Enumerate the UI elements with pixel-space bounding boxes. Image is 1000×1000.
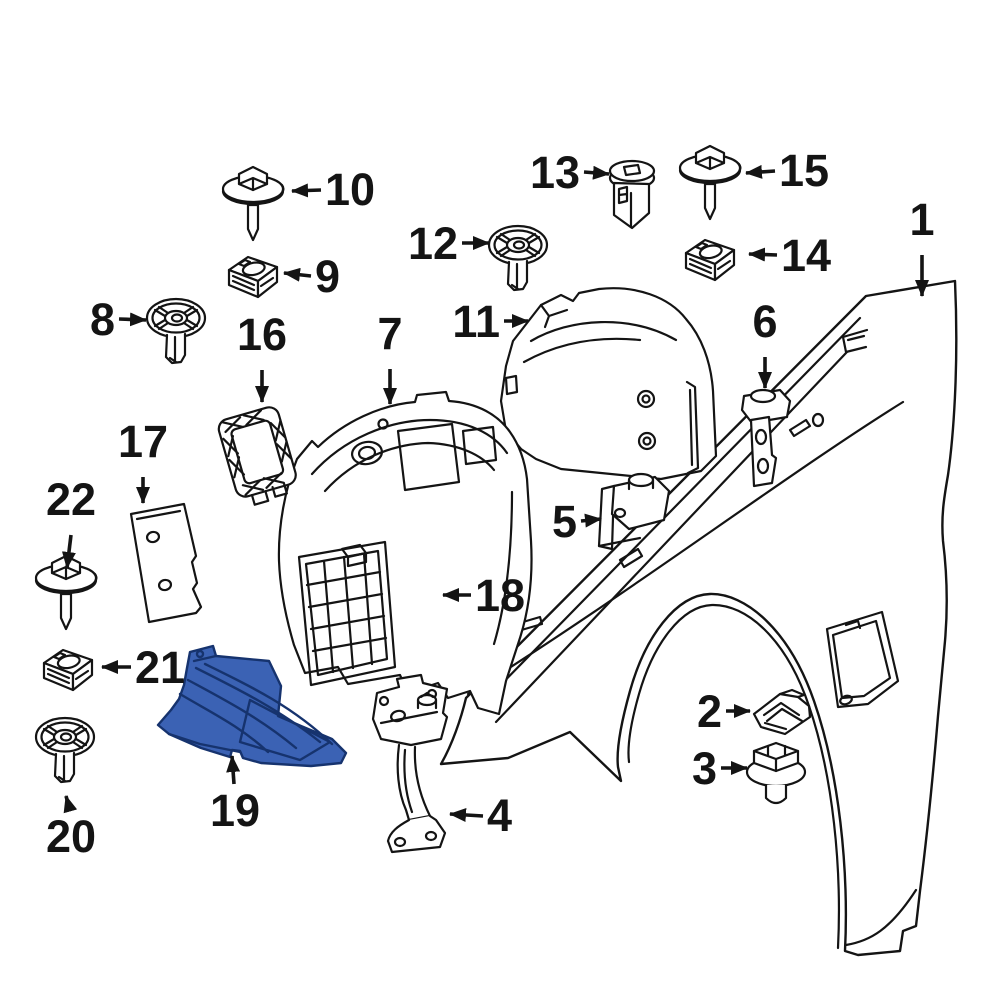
callout-22: 22	[46, 474, 96, 569]
callout-1-label[interactable]: 1	[909, 194, 934, 245]
deflector-body[interactable]	[156, 644, 348, 768]
part-15-washer-head-screw[interactable]	[678, 144, 742, 221]
callout-20-arrow	[63, 795, 78, 814]
part-13-expansion-nut[interactable]	[608, 159, 656, 230]
callout-4-arrow	[449, 807, 484, 822]
callout-2-label[interactable]: 2	[697, 686, 722, 737]
callout-3: 3	[692, 743, 748, 794]
callout-6-label[interactable]: 6	[752, 296, 777, 347]
callout-13: 13	[530, 147, 610, 198]
part-19-lower-deflector[interactable]	[156, 644, 348, 768]
callout-1: 1	[909, 194, 935, 297]
part-1-fender-panel[interactable]	[439, 279, 958, 957]
callout-4-label[interactable]: 4	[487, 790, 512, 841]
callout-7-label[interactable]: 7	[377, 308, 402, 359]
callout-5: 5	[552, 496, 602, 547]
part-20-push-rivet[interactable]	[34, 716, 96, 784]
part-3-hex-bolt[interactable]	[745, 741, 807, 805]
callout-12-label[interactable]: 12	[408, 218, 458, 269]
callout-11-label[interactable]: 11	[452, 296, 500, 347]
part-9-cage-nut[interactable]	[227, 255, 279, 299]
part-8-push-rivet[interactable]	[145, 297, 207, 365]
callout-10-arrow	[291, 183, 322, 198]
callout-19-arrow	[226, 755, 241, 785]
callout-11: 11	[452, 296, 529, 347]
callout-12: 12	[408, 218, 490, 269]
part-2-clip-nut[interactable]	[752, 688, 812, 736]
part-14-cage-nut[interactable]	[684, 238, 736, 282]
callout-5-label[interactable]: 5	[552, 496, 577, 547]
callout-21: 21	[101, 642, 185, 693]
callout-9-label[interactable]: 9	[315, 251, 340, 302]
callout-9: 9	[283, 251, 340, 302]
callout-5-arrow	[580, 513, 602, 528]
callout-14: 14	[748, 230, 831, 281]
part-4-support-bracket[interactable]	[371, 673, 449, 854]
callout-19-label[interactable]: 19	[210, 785, 260, 836]
callout-4: 4	[449, 790, 512, 841]
callout-13-arrow	[583, 165, 610, 180]
callout-20: 20	[46, 795, 96, 862]
part-17-shield-plate[interactable]	[129, 502, 203, 624]
callout-9-arrow	[283, 267, 312, 282]
callout-2: 2	[697, 686, 751, 737]
callout-18: 18	[442, 570, 525, 621]
callout-19: 19	[210, 755, 260, 836]
callout-3-label[interactable]: 3	[692, 743, 717, 794]
part-21-cage-nut[interactable]	[42, 648, 94, 692]
callout-18-label[interactable]: 18	[475, 570, 525, 621]
part-6-mount-bracket[interactable]	[740, 388, 792, 488]
callout-14-arrow	[748, 247, 778, 262]
part-7-fender-liner-front[interactable]	[277, 390, 533, 716]
callout-15-arrow	[745, 164, 776, 179]
callout-8-arrow	[118, 312, 147, 327]
callout-15: 15	[745, 145, 829, 196]
part-10-washer-head-screw[interactable]	[221, 165, 285, 242]
callout-20-label[interactable]: 20	[46, 811, 96, 862]
callout-15-label[interactable]: 15	[779, 145, 829, 196]
part-11-fender-liner-rear[interactable]	[499, 287, 718, 481]
part-12-push-rivet[interactable]	[487, 224, 549, 292]
callout-6: 6	[752, 296, 778, 389]
callout-22-label[interactable]: 22	[46, 474, 96, 525]
callout-17-label[interactable]: 17	[118, 416, 168, 467]
callout-13-label[interactable]: 13	[530, 147, 580, 198]
callout-17: 17	[118, 416, 168, 504]
callout-8-label[interactable]: 8	[90, 294, 115, 345]
part-16-access-cover[interactable]	[216, 405, 300, 509]
callout-8: 8	[90, 294, 147, 345]
callout-14-label[interactable]: 14	[781, 230, 831, 281]
callout-16-label[interactable]: 16	[237, 309, 287, 360]
callout-16: 16	[237, 309, 287, 403]
part-5-mount-bracket[interactable]	[597, 472, 671, 551]
callout-22-arrow	[61, 534, 76, 569]
callout-10: 10	[291, 164, 375, 215]
callout-10-label[interactable]: 10	[325, 164, 375, 215]
callout-7: 7	[377, 308, 403, 405]
callout-21-label[interactable]: 21	[135, 642, 185, 693]
